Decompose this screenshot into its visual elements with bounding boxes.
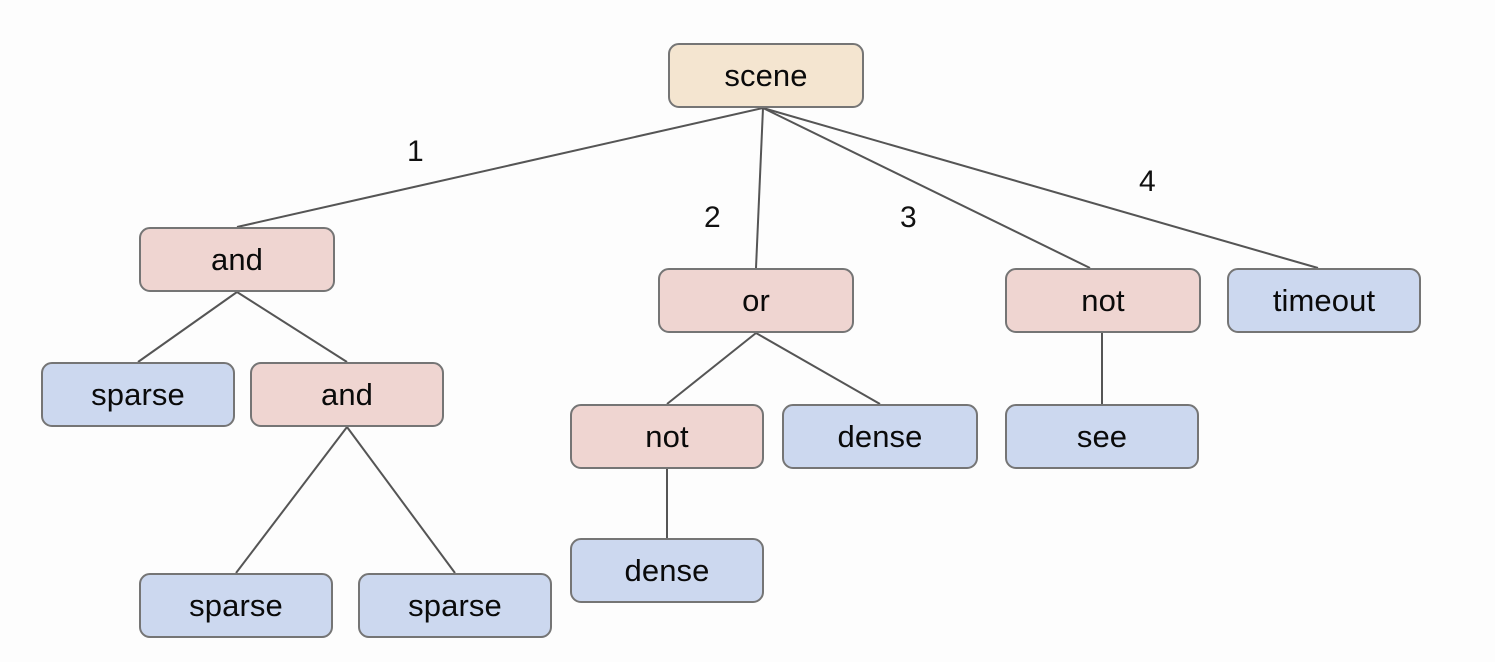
edge-label-1: 1 — [407, 135, 424, 168]
tree-edge — [755, 107, 764, 269]
tree-node-sparse3[interactable]: sparse — [358, 573, 552, 638]
tree-node-scene[interactable]: scene — [668, 43, 864, 108]
tree-node-not1[interactable]: not — [1005, 268, 1201, 333]
tree-node-and2[interactable]: and — [250, 362, 444, 427]
tree-edge — [762, 107, 1319, 269]
tree-node-sparse1[interactable]: sparse — [41, 362, 235, 427]
tree-node-dense2[interactable]: dense — [570, 538, 764, 603]
tree-edge — [755, 332, 881, 405]
tree-node-not2[interactable]: not — [570, 404, 764, 469]
tree-edge — [762, 107, 1091, 269]
tree-node-or1[interactable]: or — [658, 268, 854, 333]
tree-node-see1[interactable]: see — [1005, 404, 1199, 469]
tree-node-dense1[interactable]: dense — [782, 404, 978, 469]
tree-edge — [346, 426, 456, 574]
tree-node-timeout1[interactable]: timeout — [1227, 268, 1421, 333]
tree-node-and1[interactable]: and — [139, 227, 335, 292]
tree-node-sparse2[interactable]: sparse — [139, 573, 333, 638]
edge-label-2: 2 — [704, 201, 721, 234]
tree-edge — [236, 107, 764, 228]
edge-label-4: 4 — [1139, 165, 1156, 198]
tree-edge — [235, 426, 348, 574]
edge-label-3: 3 — [900, 201, 917, 234]
tree-edge — [666, 332, 757, 405]
tree-edge — [137, 291, 238, 363]
tree-edge — [236, 291, 348, 363]
